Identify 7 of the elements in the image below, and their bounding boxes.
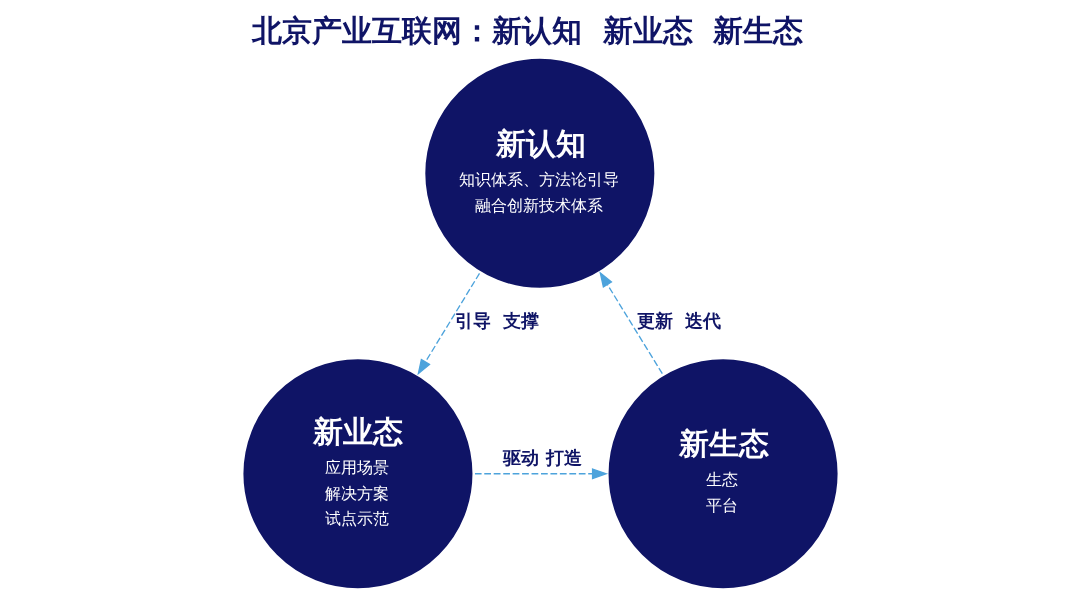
arrow: [598, 271, 663, 375]
arrow: [473, 468, 608, 480]
edge-label: 更新 迭代: [636, 310, 721, 331]
diagram-title: 北京产业互联网：新认知 新业态 新生态: [251, 13, 803, 49]
arrow: [416, 272, 480, 376]
edge-label: 驱动 打造: [502, 447, 582, 468]
edge-label: 引导 支撑: [454, 310, 539, 331]
